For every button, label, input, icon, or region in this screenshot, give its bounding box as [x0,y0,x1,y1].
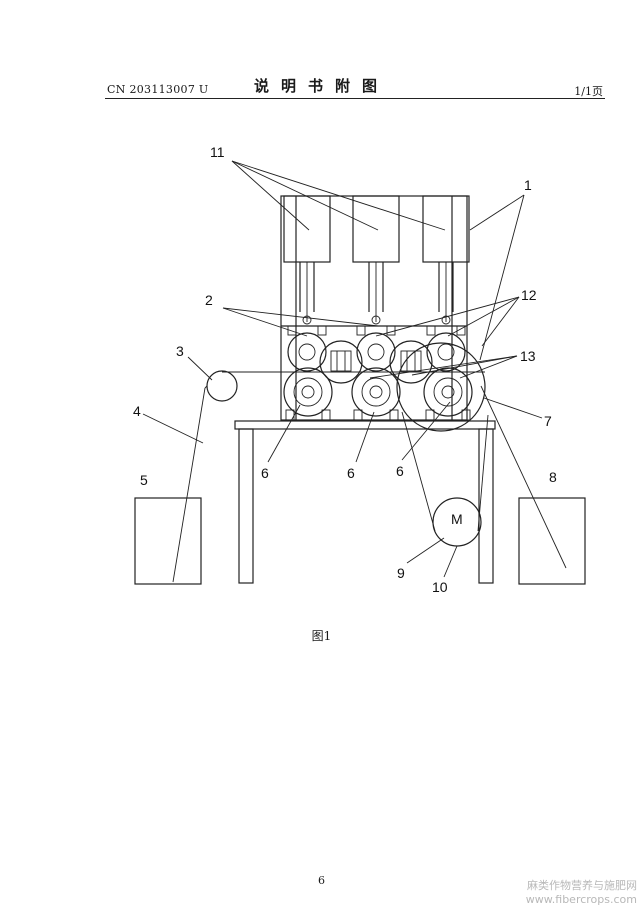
leader-lines [142,160,543,578]
guide-roller [204,370,238,402]
part-labels: 11 1 2 12 3 13 4 7 6 6 6 5 8 9 10 [133,144,557,595]
label-13: 13 [520,348,536,364]
watermark-url: www.fibercrops.com [525,893,637,906]
table [234,420,496,584]
label-12: 12 [521,287,537,303]
label-2: 2 [205,292,213,308]
header-rule [105,98,605,99]
label-6c: 6 [396,463,404,479]
fiber-path [172,371,567,583]
cylinder-right [422,195,470,325]
label-10: 10 [432,579,448,595]
motor-symbol: M [451,511,463,527]
label-8: 8 [549,469,557,485]
upper-press-rollers [287,332,466,372]
page-marker: 1/1页 [574,85,603,98]
label-6b: 6 [347,465,355,481]
output-container [518,497,586,585]
label-4: 4 [133,403,141,419]
label-1: 1 [524,177,532,193]
motor: M [401,411,489,547]
cylinder-middle [352,195,400,325]
label-5: 5 [140,472,148,488]
label-9: 9 [397,565,405,581]
label-3: 3 [176,343,184,359]
document-number: CN 203113007 U [107,83,209,96]
cylinder-left [283,195,331,325]
intermediate-rollers [319,340,433,384]
watermark: 麻类作物营养与施肥网 www.fibercrops.com [526,879,637,907]
label-7: 7 [544,413,552,429]
watermark-name: 麻类作物营养与施肥网 [527,879,637,892]
figure-caption: 图1 [311,629,332,643]
label-11: 11 [210,144,225,160]
page-number: 6 [318,874,325,887]
label-6a: 6 [261,465,269,481]
page-title: 说明书附图 [253,77,389,95]
lower-rollers [283,367,473,421]
bearing-blocks [287,325,466,336]
drive-pulley [396,342,486,432]
feed-container [134,497,202,585]
